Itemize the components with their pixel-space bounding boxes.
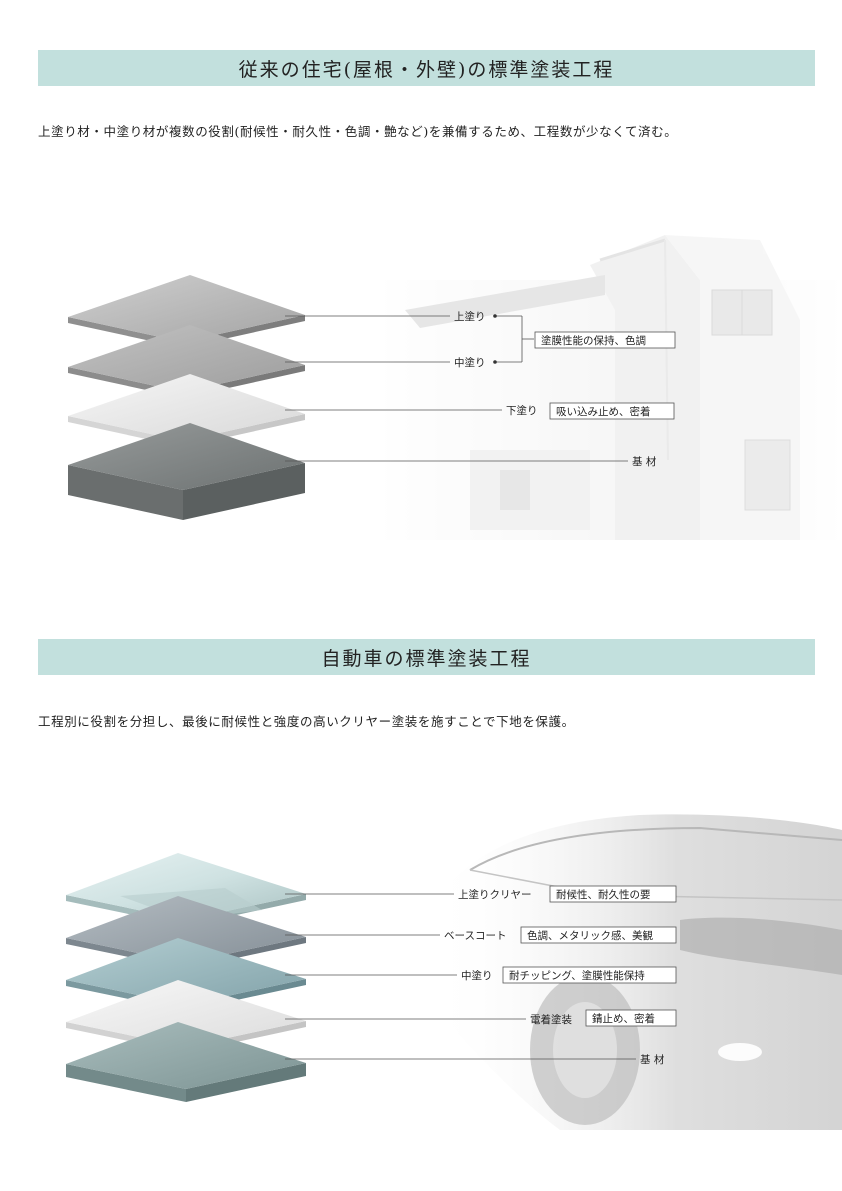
layer-label-substrate-car: 基 材: [640, 1053, 665, 1066]
layer-plate-substrate-car: [66, 1022, 306, 1102]
role-box-finish: 塗膜性能の保持、色調: [541, 334, 646, 347]
section2-title: 自動車の標準塗装工程: [38, 639, 815, 675]
layer-label-midcoat-car: 中塗り: [461, 969, 493, 982]
layer-plate-substrate: [68, 423, 305, 520]
layer-label-basecoat: ベースコート: [444, 930, 506, 942]
layer-label-midcoat: 中塗り: [454, 356, 486, 369]
layer-label-edcoat: 電着塗装: [530, 1013, 572, 1026]
role-box-primer: 吸い込み止め、密着: [556, 405, 651, 418]
section1-title: 従来の住宅(屋根・外壁)の標準塗装工程: [38, 50, 815, 86]
layer-label-topcoat: 上塗り: [454, 310, 486, 323]
role-box-midcoat-car: 耐チッピング、塗膜性能保持: [509, 969, 645, 982]
house-icon: [380, 235, 842, 540]
section1-diagram: 上塗り 中塗り 下塗り 基 材 塗膜性能の保持、色調 吸い込み止め、密着: [0, 220, 842, 540]
section1-lead: 上塗り材・中塗り材が複数の役割(耐候性・耐久性・色調・艶など)を兼備するため、工…: [38, 124, 678, 139]
layer-label-substrate: 基 材: [632, 455, 657, 468]
section2-diagram: 上塗りクリヤー ベースコート 中塗り 電着塗装 基 材 耐候性、耐久性の要 色調…: [0, 800, 842, 1140]
section2-lead: 工程別に役割を分担し、最後に耐候性と強度の高いクリヤー塗装を施すことで下地を保護…: [38, 714, 575, 729]
role-box-basecoat: 色調、メタリック感、美観: [527, 929, 653, 942]
role-box-edcoat: 錆止め、密着: [592, 1012, 655, 1025]
layer-label-undercoat: 下塗り: [506, 404, 538, 417]
role-box-clearcoat: 耐候性、耐久性の要: [556, 888, 651, 901]
layer-label-clearcoat: 上塗りクリヤー: [458, 888, 532, 901]
